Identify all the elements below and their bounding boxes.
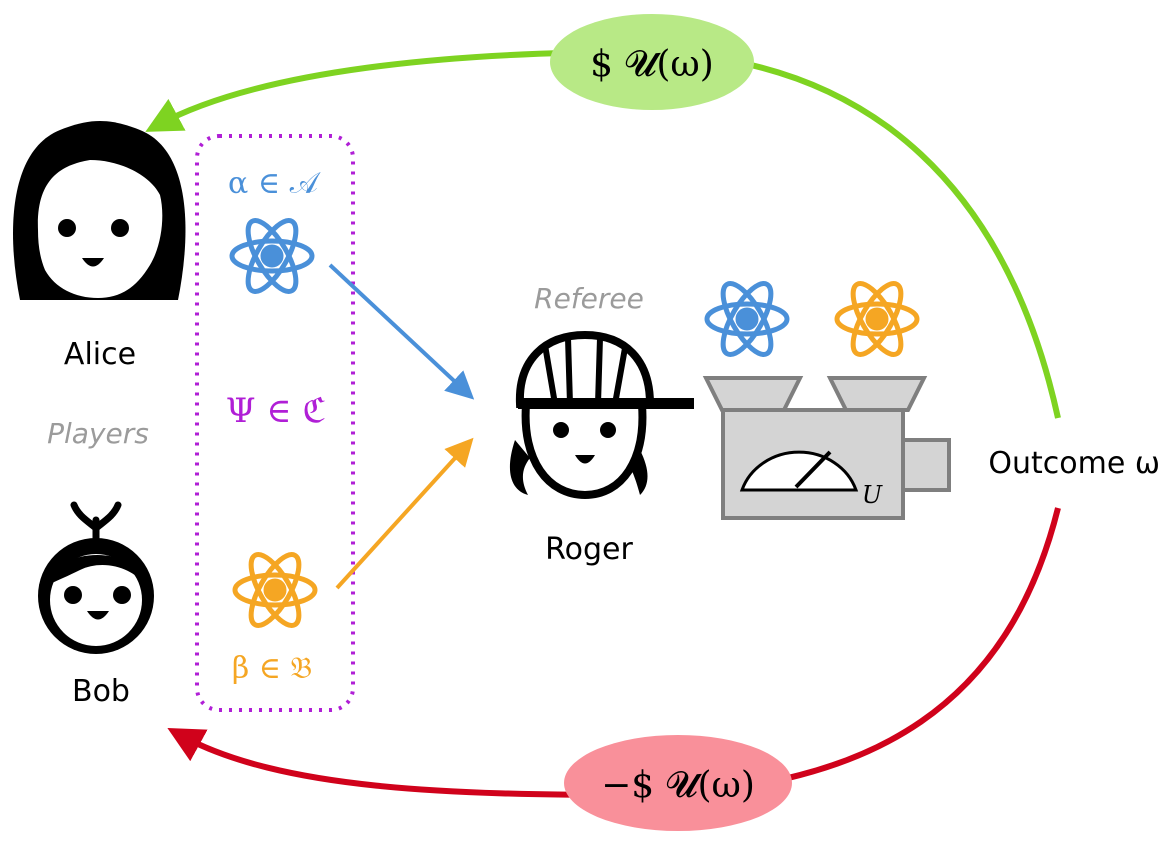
measurement-machine-icon bbox=[702, 376, 951, 520]
atom-icon bbox=[837, 277, 917, 361]
payoff-bubble-bob bbox=[564, 735, 792, 831]
atom-icon bbox=[232, 214, 312, 298]
roger-name: Roger bbox=[545, 532, 633, 567]
shared-state-box bbox=[195, 134, 355, 712]
outcome-label: Outcome ω bbox=[988, 446, 1160, 481]
girl-face-icon bbox=[13, 121, 186, 300]
psi-set-label: Ψ ∈ ℭ bbox=[226, 391, 327, 431]
payoff-label-alice: $ 𝓤(ω) bbox=[590, 44, 714, 85]
bob-name: Bob bbox=[72, 674, 130, 709]
atom-icon bbox=[707, 277, 787, 361]
alice-name: Alice bbox=[64, 337, 136, 372]
atom-icon bbox=[235, 548, 315, 632]
alpha-arrow bbox=[328, 263, 475, 400]
payoff-label-bob: −$ 𝓤(ω) bbox=[601, 765, 755, 806]
machine-label: U bbox=[862, 481, 883, 509]
capped-boy-face-icon bbox=[509, 330, 694, 500]
beta-set-label: β ∈ 𝔅 bbox=[232, 651, 312, 686]
referee-label: Referee bbox=[534, 282, 644, 315]
boy-face-icon bbox=[38, 501, 154, 654]
alpha-set-label: α ∈ 𝒜 bbox=[228, 166, 322, 201]
payoff-bubble-alice bbox=[550, 14, 754, 110]
players-label: Players bbox=[47, 417, 149, 450]
beta-arrow bbox=[335, 437, 474, 590]
